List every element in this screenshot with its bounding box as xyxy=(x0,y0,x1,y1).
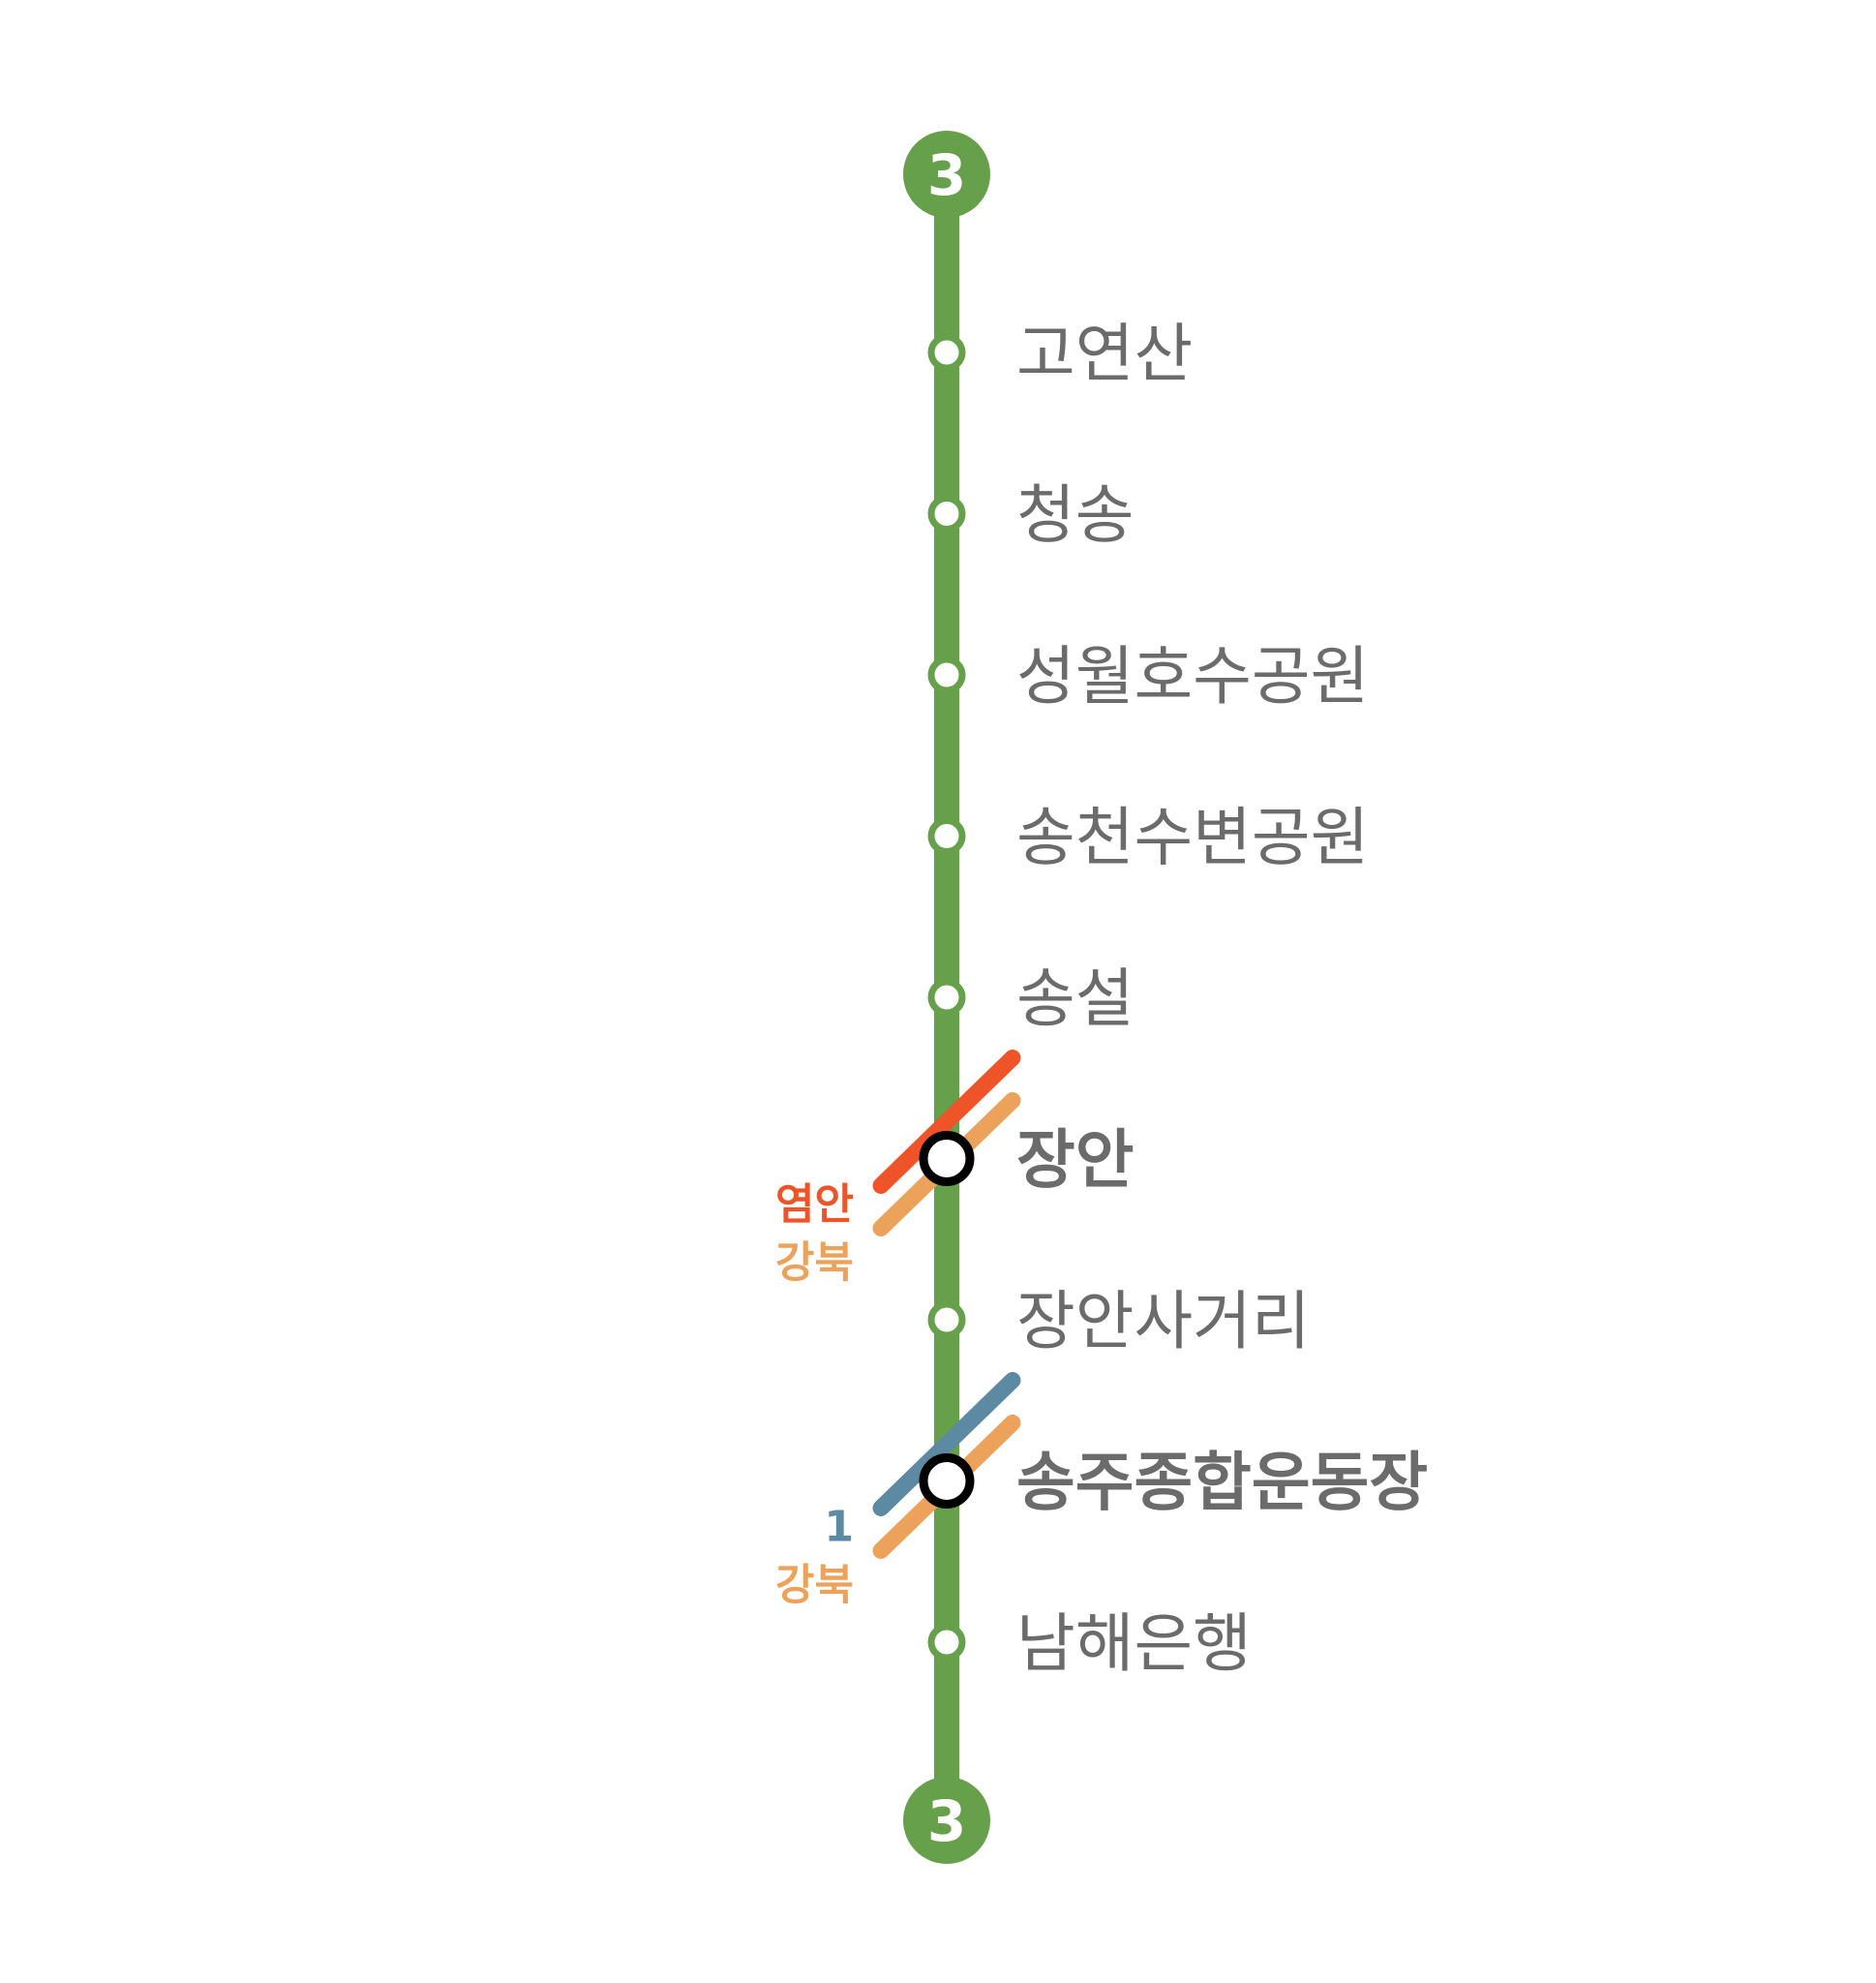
transfer-line-label: 염안 xyxy=(775,1180,854,1230)
station-label[interactable]: 남해은행 xyxy=(1016,1606,1252,1681)
line-badge-number: 3 xyxy=(927,142,966,208)
station-label[interactable]: 청송 xyxy=(1016,478,1134,553)
station-label[interactable]: 성월호수공원 xyxy=(1016,639,1369,714)
station-label[interactable]: 장안사거리 xyxy=(1016,1284,1311,1358)
station-marker[interactable] xyxy=(927,1623,966,1662)
line-badge-number: 3 xyxy=(927,1788,966,1854)
transfer-line-8-1 xyxy=(872,1372,1021,1516)
transfer-station-marker[interactable] xyxy=(919,1131,975,1186)
line-badge-bottom xyxy=(903,1777,990,1864)
line-badges-group: 33 xyxy=(903,131,990,1864)
station-marker[interactable] xyxy=(927,656,966,694)
station-marker[interactable] xyxy=(927,817,966,855)
station-label[interactable]: 고연산 xyxy=(1016,317,1193,391)
station-label[interactable]: 송천수변공원 xyxy=(1016,801,1369,875)
station-marker[interactable] xyxy=(927,978,966,1017)
transfer-line-label: 1 xyxy=(824,1503,854,1552)
transfer-station-marker[interactable] xyxy=(919,1453,975,1509)
line-badge-top xyxy=(903,131,990,218)
transfer-line-label: 강북 xyxy=(775,1238,854,1288)
station-marker[interactable] xyxy=(927,333,966,372)
transfer-line-6-1 xyxy=(872,1050,1021,1194)
station-label[interactable]: 송설 xyxy=(1016,961,1134,1036)
station-label[interactable]: 장안 xyxy=(1016,1123,1134,1198)
station-marker[interactable] xyxy=(927,1300,966,1339)
station-label[interactable]: 송주종합운동장 xyxy=(1016,1446,1428,1520)
station-marker[interactable] xyxy=(927,495,966,533)
transfer-line-label: 강북 xyxy=(775,1561,854,1610)
